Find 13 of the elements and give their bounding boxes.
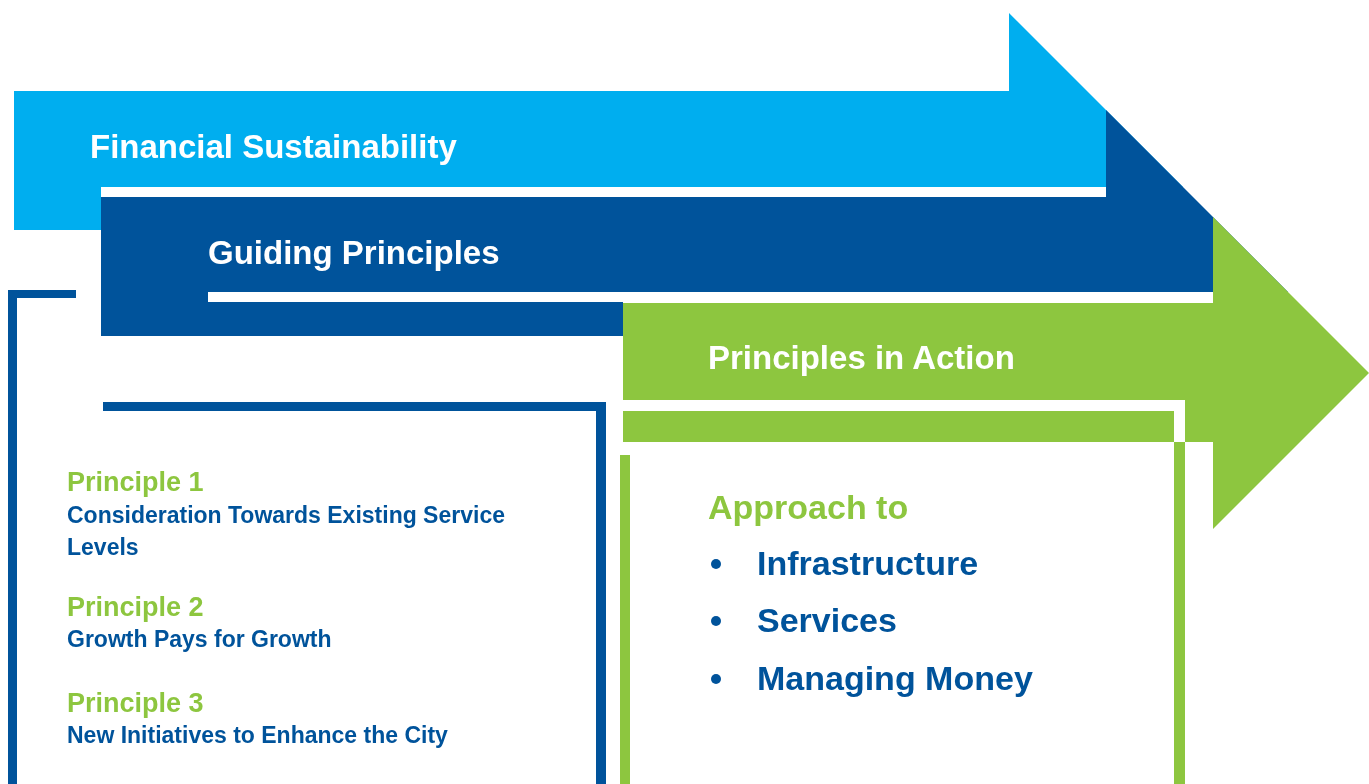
band-title: Guiding Principles <box>208 233 500 273</box>
list-item: Infrastructure <box>757 542 979 584</box>
principle-description: New Initiatives to Enhance the City <box>67 722 448 750</box>
list-heading: Approach to <box>708 486 909 528</box>
principle-heading: Principle 3 <box>67 686 204 720</box>
principle-heading: Principle 2 <box>67 590 204 624</box>
principle-description: Growth Pays for Growth <box>67 626 332 654</box>
band-title: Principles in Action <box>708 338 1015 378</box>
band-title: Financial Sustainability <box>90 127 457 167</box>
principle-heading: Principle 1 <box>67 465 204 499</box>
principle-description: Consideration Towards Existing Service Levels <box>67 501 506 562</box>
list-item: Services <box>757 599 897 641</box>
list-item: Managing Money <box>757 657 1033 699</box>
